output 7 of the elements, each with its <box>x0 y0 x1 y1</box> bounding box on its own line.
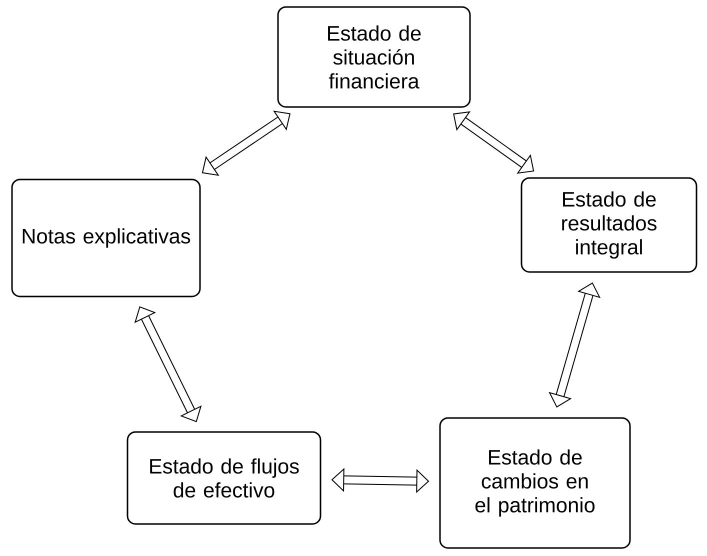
double-arrow <box>134 306 202 422</box>
statement-box: Notas explicativas <box>11 178 201 298</box>
statement-box: Estado de resultados integral <box>520 177 698 273</box>
statement-box: Estado de flujos de efectivo <box>126 431 322 525</box>
double-arrow <box>453 111 534 174</box>
statement-box: Estado de situación financiera <box>277 6 471 108</box>
statement-box: Estado de cambios en el patrimonio <box>439 417 631 549</box>
